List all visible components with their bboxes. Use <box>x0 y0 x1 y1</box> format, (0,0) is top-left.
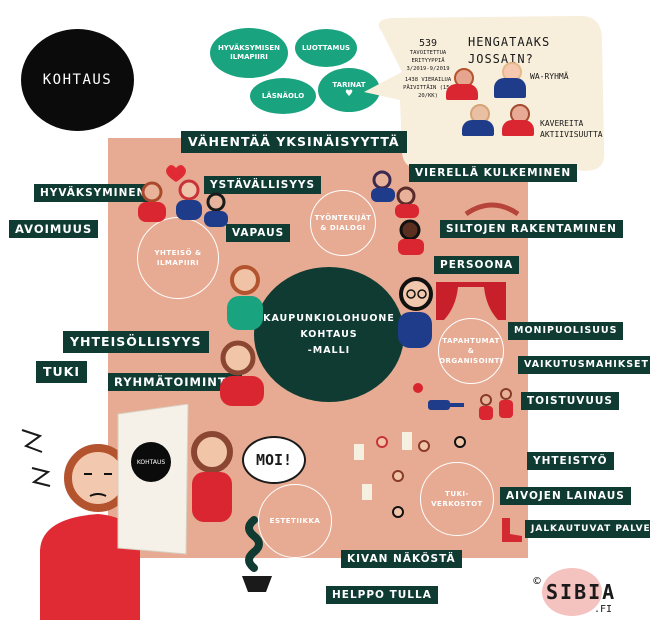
tag-support: TUKI <box>36 361 88 383</box>
tag-friendliness: YSTÄVÄLLISYYS <box>204 176 322 194</box>
tag-repetition: TOISTUVUUS <box>521 392 619 410</box>
cooking-illustration <box>413 383 513 420</box>
tag-easy-to-come: HELPPO TULLA <box>326 586 438 604</box>
theater-curtain-icon <box>436 282 506 320</box>
brand-suffix: .fi <box>594 604 613 615</box>
bridge-icon <box>464 202 520 217</box>
tag-outreach-services: JALKAUTUVAT PALVELUT <box>525 520 650 538</box>
cloud-people <box>440 62 540 142</box>
person-body-icon <box>494 78 526 98</box>
circle-community: YHTEISÖ & ILMAPIIRI <box>137 217 219 299</box>
greeting-speech-bubble: MOI! <box>242 436 306 484</box>
logo-text: KOHTAUS <box>42 72 113 88</box>
community-people-illustration <box>138 165 228 227</box>
tomato-icon <box>413 383 423 393</box>
speech-text: MOI! <box>255 451 293 469</box>
kohtaus-logo: KOHTAUS <box>21 29 134 131</box>
tag-group-activity: RYHMÄTOIMINTA <box>108 373 242 391</box>
tag-influence: VAIKUTUSMAHIKSET <box>518 356 650 374</box>
support-network-illustration <box>354 432 466 518</box>
center-model: KAUPUNKIOLOHUONE KOHTAUS -MALLI <box>254 267 404 402</box>
tag-acceptance: HYVÄKSYMINEN <box>34 184 153 202</box>
cloud-group: WA-RYHMÄ <box>530 72 569 81</box>
brand-copyright: © <box>532 576 542 587</box>
door-illustration <box>117 404 189 555</box>
circle-workers: TYÖNTEKIJÄT & DIALOGI <box>310 190 376 256</box>
person-left-illustration <box>227 265 263 330</box>
circle-events: TAPAHTUMAT & ORGANISOINTI <box>438 318 504 384</box>
door-sign: KOHTAUS <box>131 442 171 482</box>
person-glasses-illustration <box>398 277 433 348</box>
tag-freedom: VAPAUS <box>226 224 291 242</box>
zigzag-icon <box>21 429 43 453</box>
person-body-icon <box>446 84 478 100</box>
lonely-person-illustration <box>21 429 140 620</box>
workers-people-illustration <box>371 170 424 255</box>
tag-versatility: MONIPUOLISUUS <box>508 322 624 340</box>
tag-openness: AVOIMUUS <box>9 220 99 238</box>
bubble-acceptance-atmosphere: HYVÄKSYMISEN ILMAPIIRI <box>210 28 288 78</box>
person-group-illustration <box>220 340 264 406</box>
center-line-3: -MALLI <box>307 344 351 356</box>
stats-visits: 1438 VIERAILUA PÄIVITTÄIN (15-20/KK) <box>403 77 453 99</box>
center-line-1: KAUPUNKIOLOHUONE <box>263 312 395 324</box>
tag-personality: PERSOONA <box>434 256 520 274</box>
tag-looks-nice: KIVAN NÄKÖSTÄ <box>341 550 462 568</box>
tag-walking-alongside: VIERELLÄ KULKEMINEN <box>409 164 578 182</box>
tag-lending-brains: AIVOJEN LAINAUS <box>500 487 631 505</box>
heart-icon <box>166 165 186 182</box>
thought-cloud <box>364 15 605 171</box>
heart-icon: ♥ <box>344 89 354 99</box>
center-line-2: KOHTAUS <box>300 328 358 340</box>
boot-icon <box>502 518 522 542</box>
person-body-icon <box>462 120 494 136</box>
zigzag-icon <box>31 467 51 487</box>
tag-building-bridges: SILTOJEN RAKENTAMINEN <box>440 220 623 238</box>
person-body-icon <box>502 120 534 136</box>
circle-aesthetics: ESTETIIKKA <box>258 484 332 558</box>
circle-support: TUKI-VERKOSTOT <box>420 462 494 536</box>
sibia-brand: © SIBIA .fi <box>522 568 632 623</box>
stats-dates: 3/2019-9/2019 <box>406 66 450 72</box>
stats-count: 539 <box>418 38 438 49</box>
bubble-presence: LÄSNÄOLO <box>250 78 316 114</box>
pan-icon <box>428 400 450 410</box>
greeter-person-illustration <box>191 431 233 522</box>
brand-name: SIBIA <box>546 580 617 604</box>
stats-label: TAVOITETTUA ERITYYPPIÄ <box>409 50 447 64</box>
cloud-friends: KAVEREITA AKTIIVISUUTTA <box>540 119 603 139</box>
bubble-trust: LUOTTAMUS <box>295 29 357 67</box>
tag-cooperation: YHTEISTYÖ <box>527 452 614 470</box>
tag-reduces-loneliness: VÄHENTÄÄ YKSINÄISYYTTÄ <box>181 131 407 153</box>
plant-icon <box>242 516 272 592</box>
stats-block: 539 TAVOITETTUA ERITYYPPIÄ 3/2019-9/2019… <box>398 38 458 100</box>
tag-togetherness: YHTEISÖLLISYYS <box>63 331 209 353</box>
